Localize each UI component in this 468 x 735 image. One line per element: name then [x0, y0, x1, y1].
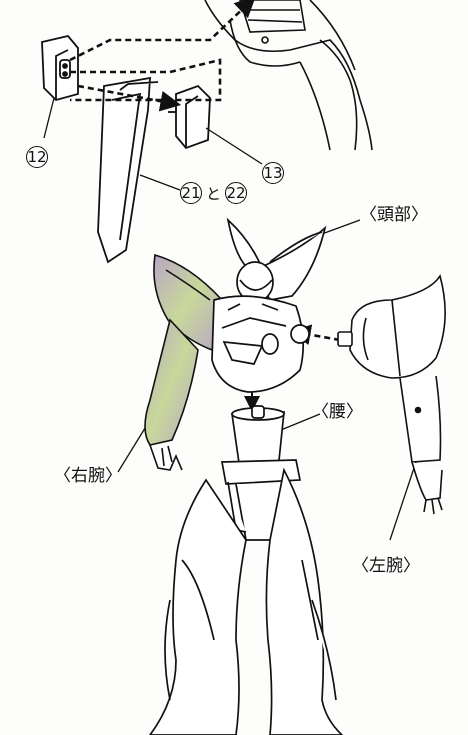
part-number-22: 22 — [225, 182, 248, 204]
waist-shape — [220, 405, 302, 541]
head-shape — [226, 217, 327, 313]
assembly-guides — [69, 0, 341, 345]
label-waist: 〈腰〉 — [312, 402, 363, 422]
part-13-shape — [168, 84, 211, 150]
torso-shape — [211, 295, 310, 393]
part-pair-21-22: 21 と 22 — [180, 182, 248, 204]
part-number-21: 21 — [180, 182, 202, 204]
part-number-13: 13 — [262, 162, 284, 184]
part-conjunction: と — [206, 184, 222, 203]
legs-shape — [148, 467, 344, 735]
part-number-12: 12 — [26, 146, 48, 168]
left-arm-shape — [337, 274, 446, 515]
label-right-arm: 〈右腕〉 — [54, 466, 122, 486]
top-body-fragment — [204, 0, 373, 151]
part-12-shape — [41, 34, 79, 102]
label-head: 〈頭部〉 — [360, 205, 428, 225]
label-left-arm: 〈左腕〉 — [352, 556, 420, 576]
part-21-22-shape — [97, 76, 159, 264]
right-arm-shape — [144, 253, 223, 471]
